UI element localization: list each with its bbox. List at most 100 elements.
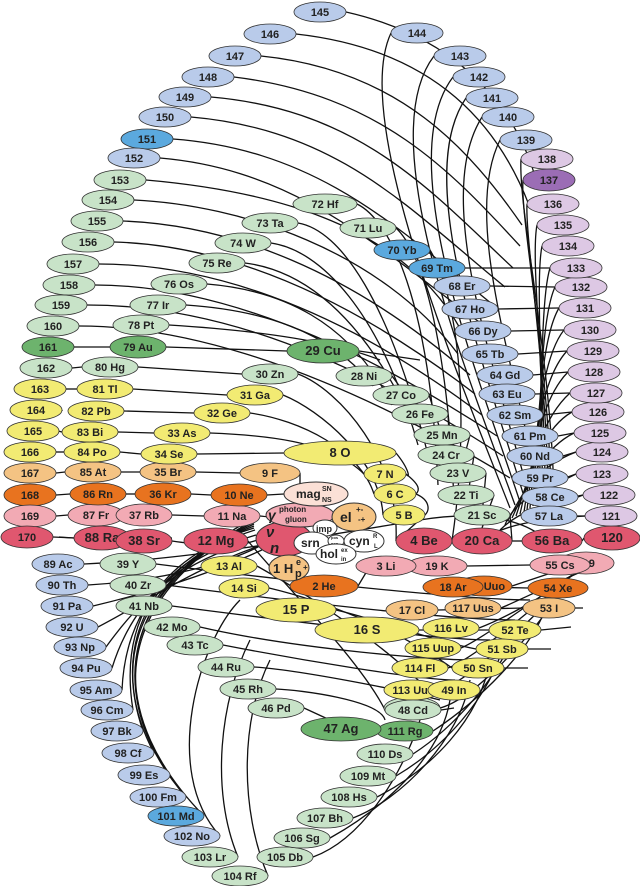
- element-label: 149: [176, 92, 194, 104]
- element-label: 37 Rb: [129, 510, 159, 522]
- connector-line: [509, 514, 513, 542]
- element-node: 8 O: [283, 440, 397, 466]
- connector-line: [165, 346, 288, 352]
- element-node: 74 W: [214, 232, 272, 254]
- element-ellipse: [499, 129, 553, 151]
- element-node: 62 Sm: [486, 404, 544, 426]
- connector-line: [275, 688, 386, 721]
- connector-line: [233, 76, 521, 247]
- element-label: 10 Ne: [224, 490, 253, 502]
- element-ellipse: [453, 504, 511, 526]
- element-label: 35 Br: [154, 467, 182, 479]
- element-ellipse: [339, 765, 397, 787]
- element-ellipse: [429, 462, 487, 484]
- element-node: 61 Pm: [501, 425, 559, 447]
- element-ellipse: [76, 378, 134, 400]
- element-ellipse: [188, 252, 246, 274]
- element-label: 158: [60, 280, 78, 292]
- element-node: 133: [549, 257, 603, 279]
- element-ellipse: [158, 86, 212, 108]
- element-ellipse: [536, 214, 590, 236]
- element-label: 42 Mo: [156, 622, 187, 634]
- element-ellipse: [109, 574, 167, 596]
- element-ellipse: [575, 463, 629, 485]
- element-label: 24 Cr: [432, 450, 460, 462]
- element-node: 52 Te: [488, 619, 542, 641]
- element-ellipse: [0, 525, 54, 549]
- element-label: 61 Pm: [514, 431, 547, 443]
- element-node: 84 Po: [63, 441, 121, 463]
- element-label: 141: [483, 93, 501, 105]
- element-label: 86 Rn: [83, 489, 113, 501]
- element-label: 108 Hs: [331, 792, 366, 804]
- element-node: 26 Fe: [391, 403, 449, 425]
- element-node: 21 Sc: [453, 504, 511, 526]
- connector-line: [190, 493, 212, 496]
- connector-line: [171, 514, 205, 517]
- element-label: 150: [156, 112, 174, 124]
- element-label: 53 I: [540, 603, 558, 615]
- connector-line: [55, 514, 69, 517]
- element-ellipse: [461, 343, 519, 365]
- element-node: 160: [26, 315, 80, 337]
- element-label: 4 Be: [410, 533, 437, 548]
- element-node: 95 Am: [69, 679, 123, 701]
- element-ellipse: [373, 483, 417, 505]
- element-node: 11 Na: [203, 504, 261, 528]
- element-node: 59 Pr: [511, 467, 569, 489]
- element-label: 74 W: [230, 238, 256, 250]
- element-ellipse: [208, 45, 262, 67]
- hydrogen-proton-label: p: [295, 568, 302, 580]
- connector-line: [132, 388, 228, 396]
- element-label: 94 Pu: [71, 663, 100, 675]
- element-node: 137: [522, 168, 576, 192]
- element-ellipse: [93, 169, 147, 191]
- element-node: 151: [120, 128, 174, 150]
- element-ellipse: [385, 599, 439, 621]
- connector-line: [134, 517, 255, 817]
- element-node: 149: [158, 86, 212, 108]
- element-ellipse: [59, 657, 113, 679]
- element-label: 56 Ba: [535, 533, 570, 548]
- element-node: 75 Re: [188, 252, 246, 274]
- element-node: 143: [433, 45, 487, 67]
- element-node: 36 Kr: [134, 482, 192, 506]
- element-label: 17 Cl: [399, 605, 425, 617]
- mag-superscript: SN: [322, 486, 332, 493]
- element-node: 18 Ar: [422, 576, 484, 598]
- element-node: 91 Pa: [40, 595, 94, 617]
- element-ellipse: [3, 462, 57, 484]
- element-ellipse: [520, 148, 574, 170]
- element-ellipse: [6, 420, 60, 442]
- element-ellipse: [138, 106, 192, 128]
- element-ellipse: [81, 356, 139, 378]
- element-node: 58 Ce: [521, 486, 579, 508]
- element-ellipse: [153, 422, 211, 444]
- connector-line: [440, 707, 455, 711]
- element-label: 122: [600, 490, 618, 502]
- element-label: 44 Ru: [211, 662, 241, 674]
- element-ellipse: [363, 463, 407, 485]
- element-label: 129: [584, 346, 602, 358]
- element-label: 78 Pt: [128, 320, 155, 332]
- element-ellipse: [214, 232, 272, 254]
- pos-label: pos: [331, 535, 339, 540]
- element-node: 163: [13, 378, 67, 400]
- element-ellipse: [522, 597, 576, 619]
- element-node: 15 P: [255, 597, 337, 623]
- element-label: 147: [226, 51, 244, 63]
- element-node: 123: [575, 463, 629, 485]
- element-label: 123: [593, 469, 611, 481]
- element-node: 29 Cu: [286, 338, 360, 364]
- connector-line: [358, 350, 421, 361]
- element-ellipse: [465, 87, 519, 109]
- element-ellipse: [320, 786, 378, 808]
- element-label: 19 K: [425, 561, 448, 573]
- element-label: 106 Sg: [284, 833, 319, 845]
- mag-subscript: NS: [322, 497, 332, 504]
- srn-label: srn: [301, 536, 320, 550]
- element-ellipse: [286, 338, 360, 364]
- element-label: 54 Xe: [544, 583, 573, 595]
- connector-line: [260, 55, 523, 226]
